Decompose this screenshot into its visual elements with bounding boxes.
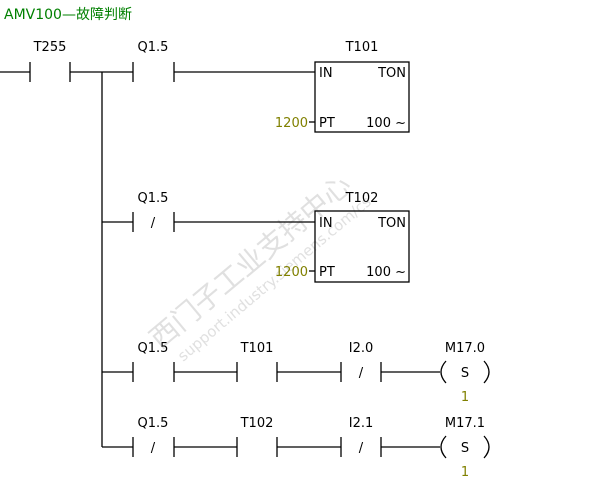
contact-t102-label: T102: [240, 416, 274, 431]
contact-i20-label: I2.0: [349, 341, 374, 356]
negate-mark: /: [359, 441, 364, 456]
contact-i21-nc[interactable]: I2.1 /: [340, 416, 382, 457]
contact-t101[interactable]: T101: [236, 341, 278, 382]
negate-mark: /: [151, 441, 156, 456]
contact-q15-nc-rung4[interactable]: Q1.5 /: [132, 416, 175, 457]
timer-preset: 1200: [275, 116, 308, 131]
contact-t101-label: T101: [240, 341, 274, 356]
watermark-cn: 西门子工业支持中心: [143, 168, 357, 355]
timer-pt-pin: PT: [319, 116, 335, 131]
coil-instruction: S: [461, 441, 469, 456]
timer-block-t101[interactable]: T101 IN TON PT 100 ~: [314, 40, 410, 133]
coil-address: M17.1: [445, 416, 485, 431]
contact-t102[interactable]: T102: [236, 416, 278, 457]
contact-q15-label: Q1.5: [138, 341, 169, 356]
timer-in-pin: IN: [319, 66, 333, 81]
contact-i21-label: I2.1: [349, 416, 374, 431]
contact-t255-label: T255: [33, 40, 67, 55]
timer-name: T102: [345, 191, 379, 206]
negate-mark: /: [151, 216, 156, 231]
timer-block-t102[interactable]: T102 IN TON PT 100 ~: [314, 191, 410, 283]
contact-i20-nc[interactable]: I2.0 /: [340, 341, 382, 382]
contact-q15-label: Q1.5: [138, 416, 169, 431]
timer-pt-pin: PT: [319, 265, 335, 280]
timer-base: 100 ~: [366, 265, 406, 280]
contact-q15-label: Q1.5: [138, 191, 169, 206]
timer-in-pin: IN: [319, 216, 333, 231]
network-title: AMV100—故障判断: [4, 7, 132, 23]
coil-count: 1: [461, 465, 469, 480]
contact-t255[interactable]: T255: [29, 40, 71, 82]
coil-instruction: S: [461, 366, 469, 381]
contact-q15-label: Q1.5: [138, 40, 169, 55]
timer-type: TON: [377, 66, 406, 81]
timer-base: 100 ~: [366, 116, 406, 131]
contact-q15-rung3[interactable]: Q1.5: [132, 341, 175, 382]
contact-q15-rung1[interactable]: Q1.5: [132, 40, 175, 82]
coil-address: M17.0: [445, 341, 485, 356]
negate-mark: /: [359, 366, 364, 381]
coil-m171-set[interactable]: M17.1 S 1: [440, 416, 490, 480]
timer-preset: 1200: [275, 265, 308, 280]
timer-name: T101: [345, 40, 379, 55]
coil-m170-set[interactable]: M17.0 S 1: [440, 341, 490, 405]
coil-count: 1: [461, 390, 469, 405]
contact-q15-nc-rung2[interactable]: Q1.5 /: [132, 191, 175, 232]
timer-type: TON: [377, 216, 406, 231]
